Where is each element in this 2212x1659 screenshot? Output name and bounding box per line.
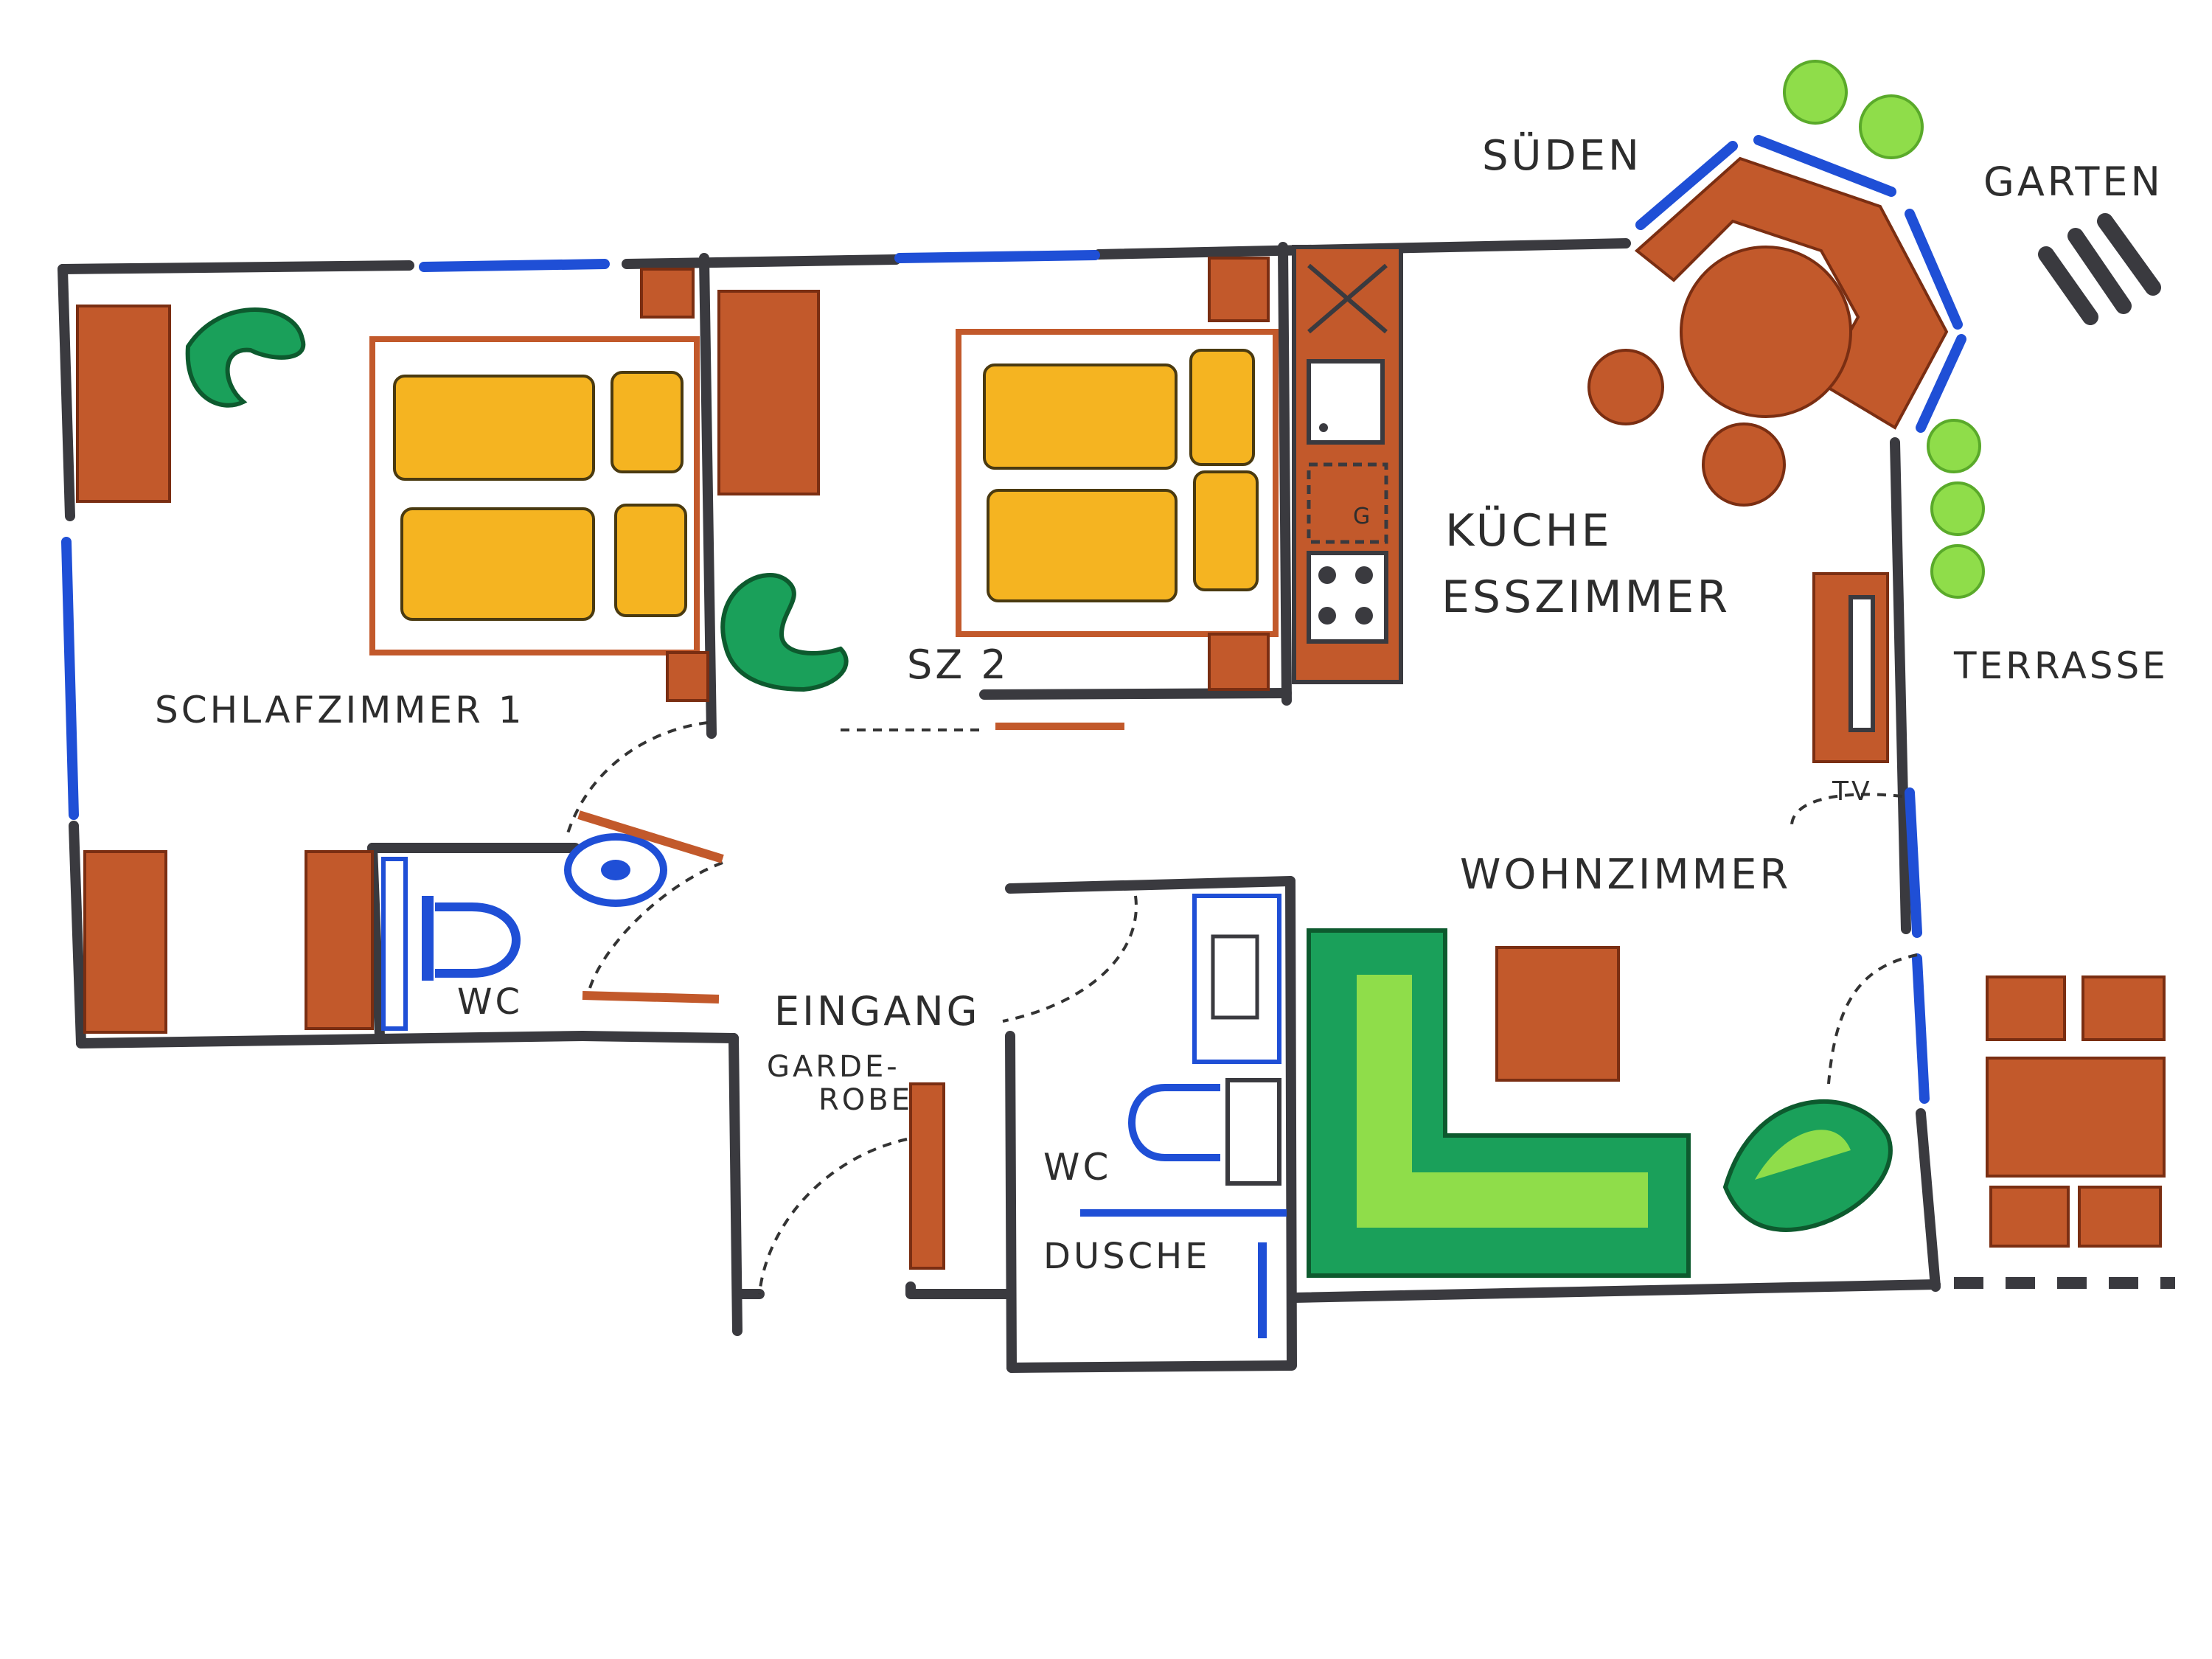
label-sz2: SZ 2 — [907, 641, 1009, 688]
sink — [1307, 359, 1385, 445]
bedroom-2-furniture — [717, 257, 1279, 692]
label-garde: GARDE- — [767, 1050, 900, 1084]
terrace-chair-3 — [1989, 1186, 2070, 1248]
dining-corner — [1587, 156, 1949, 507]
wc-1 — [381, 810, 724, 1031]
label-wc-1: WC — [457, 981, 523, 1023]
dining-table — [1680, 246, 1852, 418]
nightstand-1a — [640, 268, 695, 319]
label-schlafzimmer-1: SCHLAFZIMMER 1 — [155, 689, 525, 731]
armchair-1 — [185, 307, 306, 408]
nightstand-2a — [1208, 257, 1270, 322]
tv-furniture — [1812, 572, 1889, 763]
label-garten: GARTEN — [1983, 159, 2163, 205]
label-dusche: DUSCHE — [1043, 1236, 1211, 1277]
label-tv: TV — [1832, 776, 1873, 807]
stool-2 — [1702, 422, 1786, 507]
shelf-2 — [305, 850, 374, 1030]
label-wohnzimmer: WOHNZIMMER — [1460, 851, 1791, 899]
label-wc-2: WC — [1043, 1146, 1111, 1189]
terrace-chair-2 — [2081, 975, 2166, 1041]
terrace-table — [1986, 975, 2166, 1248]
door-swings — [566, 721, 1918, 1295]
nightstand-1b — [666, 651, 709, 702]
wardrobe-2 — [717, 290, 820, 495]
bedroom-1-furniture — [76, 268, 709, 1034]
label-robe: ROBE — [818, 1083, 913, 1117]
terrace-chair-4 — [2078, 1186, 2162, 1248]
stool-1 — [1587, 349, 1664, 425]
room-labels: SÜDEN GARTEN SCHLAFZIMMER 1 SZ 2 KÜCHE E… — [155, 132, 2168, 1277]
wardrobe-1 — [76, 305, 171, 503]
coffee-table — [1495, 946, 1620, 1082]
label-kueche: KÜCHE — [1445, 504, 1613, 557]
label-terrasse: TERRASSE — [1953, 644, 2168, 687]
label-g: G — [1353, 504, 1373, 529]
windows — [61, 135, 1966, 1104]
bath-block — [909, 894, 1287, 1338]
terrace-chair-1 — [1986, 975, 2066, 1041]
nightstand-2b — [1208, 633, 1270, 691]
terrace-table-top — [1986, 1057, 2166, 1178]
armchair-2 — [720, 573, 849, 692]
armchair-3 — [1722, 1099, 1893, 1232]
shelf-1 — [83, 850, 167, 1034]
label-sueden: SÜDEN — [1482, 132, 1642, 180]
label-eingang: EINGANG — [774, 988, 980, 1034]
label-esszimmer: ESSZIMMER — [1441, 571, 1731, 623]
living-room — [1307, 928, 1893, 1278]
stove — [1307, 551, 1388, 644]
plants — [1783, 60, 2161, 599]
kitchen — [1292, 245, 1403, 684]
